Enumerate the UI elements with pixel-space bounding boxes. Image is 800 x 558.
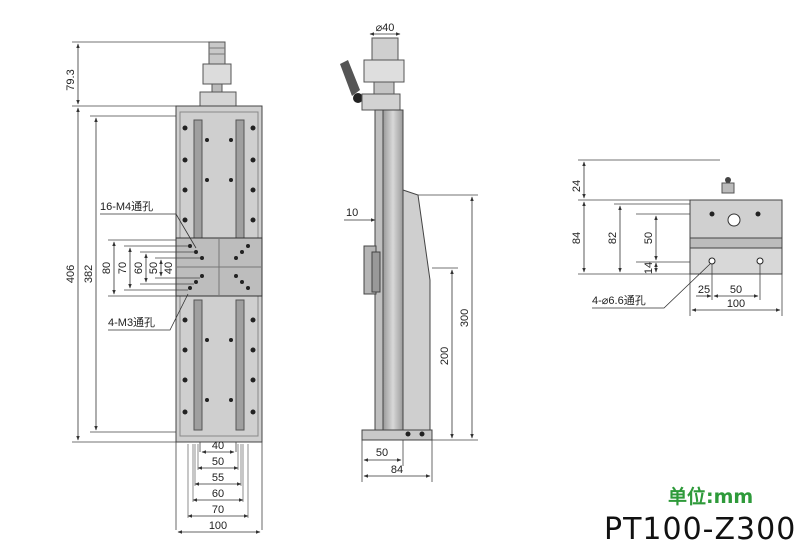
dim-end-25: 25 <box>698 284 710 296</box>
dim-end-24: 24 <box>571 180 583 192</box>
model-number: PT100-Z300 <box>604 512 797 547</box>
unit-label: 单位:mm <box>668 486 754 508</box>
dim-v80: 80 <box>101 262 113 274</box>
front-view: 79.3 406 382 80 70 60 50 40 16-M4通孔 4-M3… <box>65 41 263 534</box>
dim-end-84: 84 <box>571 232 583 244</box>
end-view: 24 84 82 50 14 25 50 100 4-⌀6.6通孔 <box>571 159 783 316</box>
dim-end-50: 50 <box>643 232 655 244</box>
note-m3-holes: 4-M3通孔 <box>108 316 155 329</box>
dim-side-84: 84 <box>391 464 403 476</box>
side-micrometer-icon <box>340 37 405 111</box>
note-m4-holes: 16-M4通孔 <box>100 200 153 213</box>
dim-end-14: 14 <box>643 262 655 274</box>
dim-b100: 100 <box>209 520 227 532</box>
dim-side-diameter: ⌀40 <box>376 22 395 34</box>
dim-side-50: 50 <box>376 447 388 459</box>
dim-top-height: 79.3 <box>65 69 77 90</box>
dim-v60: 60 <box>133 262 145 274</box>
dim-b40: 40 <box>212 440 224 452</box>
dim-b55: 55 <box>212 472 224 484</box>
dim-end-82: 82 <box>607 232 619 244</box>
dim-v40: 40 <box>163 262 175 274</box>
dim-b50: 50 <box>212 456 224 468</box>
dim-side-300: 300 <box>459 309 471 327</box>
micrometer-head-icon <box>199 41 237 107</box>
note-end-holes: 4-⌀6.6通孔 <box>592 294 646 307</box>
dim-b70: 70 <box>212 504 224 516</box>
dim-side-10: 10 <box>346 207 358 219</box>
dim-end-100: 100 <box>727 298 745 310</box>
dim-side-200: 200 <box>439 347 451 365</box>
dim-total-height: 406 <box>65 265 77 283</box>
dim-v70: 70 <box>117 262 129 274</box>
side-view: ⌀40 10 300 200 <box>340 22 478 482</box>
dim-v50: 50 <box>148 262 160 274</box>
dim-b60: 60 <box>212 488 224 500</box>
dim-inner-height: 382 <box>83 265 95 283</box>
mounting-holes <box>182 125 256 415</box>
dim-end-50b: 50 <box>730 284 742 296</box>
